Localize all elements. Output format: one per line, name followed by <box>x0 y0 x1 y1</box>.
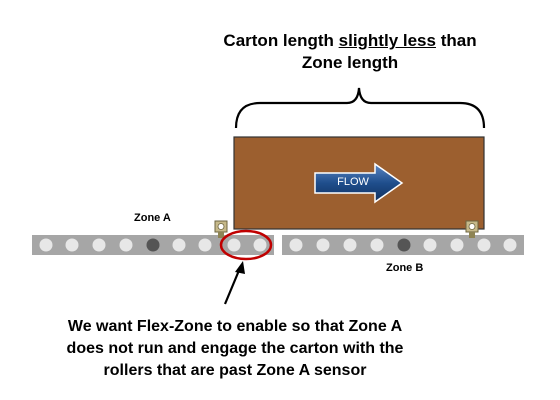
highlight-ring <box>219 229 273 261</box>
drive-roller <box>397 238 411 252</box>
roller <box>423 238 437 252</box>
roller <box>343 238 357 252</box>
note-line-3: rollers that are past Zone A sensor <box>103 362 367 379</box>
roller <box>119 238 133 252</box>
drive-roller <box>146 238 160 252</box>
brace-icon <box>234 87 486 129</box>
sensor-icon <box>214 220 228 238</box>
flow-label: FLOW <box>337 176 369 188</box>
roller <box>198 238 212 252</box>
roller <box>39 238 53 252</box>
roller <box>477 238 491 252</box>
note-line-2: does not run and engage the carton with … <box>66 340 404 357</box>
roller <box>503 238 517 252</box>
roller <box>450 238 464 252</box>
pointer-arrow-icon <box>223 267 242 305</box>
flow-arrow-icon <box>314 162 404 204</box>
heading-line-2: Zone length <box>301 53 399 72</box>
pointer-arrowhead <box>235 261 245 274</box>
roller <box>65 238 79 252</box>
roller <box>172 238 186 252</box>
roller <box>253 238 267 252</box>
roller <box>92 238 106 252</box>
roller <box>289 238 303 252</box>
conveyor-zone-b <box>282 235 524 255</box>
conveyor-zone-a <box>32 235 274 255</box>
roller <box>316 238 330 252</box>
roller <box>227 238 241 252</box>
sensor-icon <box>465 220 479 238</box>
zone-b-label: Zone B <box>386 262 424 274</box>
heading-line-1: Carton length slightly less than <box>223 31 477 50</box>
roller <box>370 238 384 252</box>
heading-emphasis: slightly less <box>338 31 436 50</box>
zone-a-label: Zone A <box>134 212 171 224</box>
note-line-1: We want Flex-Zone to enable so that Zone… <box>67 318 403 335</box>
